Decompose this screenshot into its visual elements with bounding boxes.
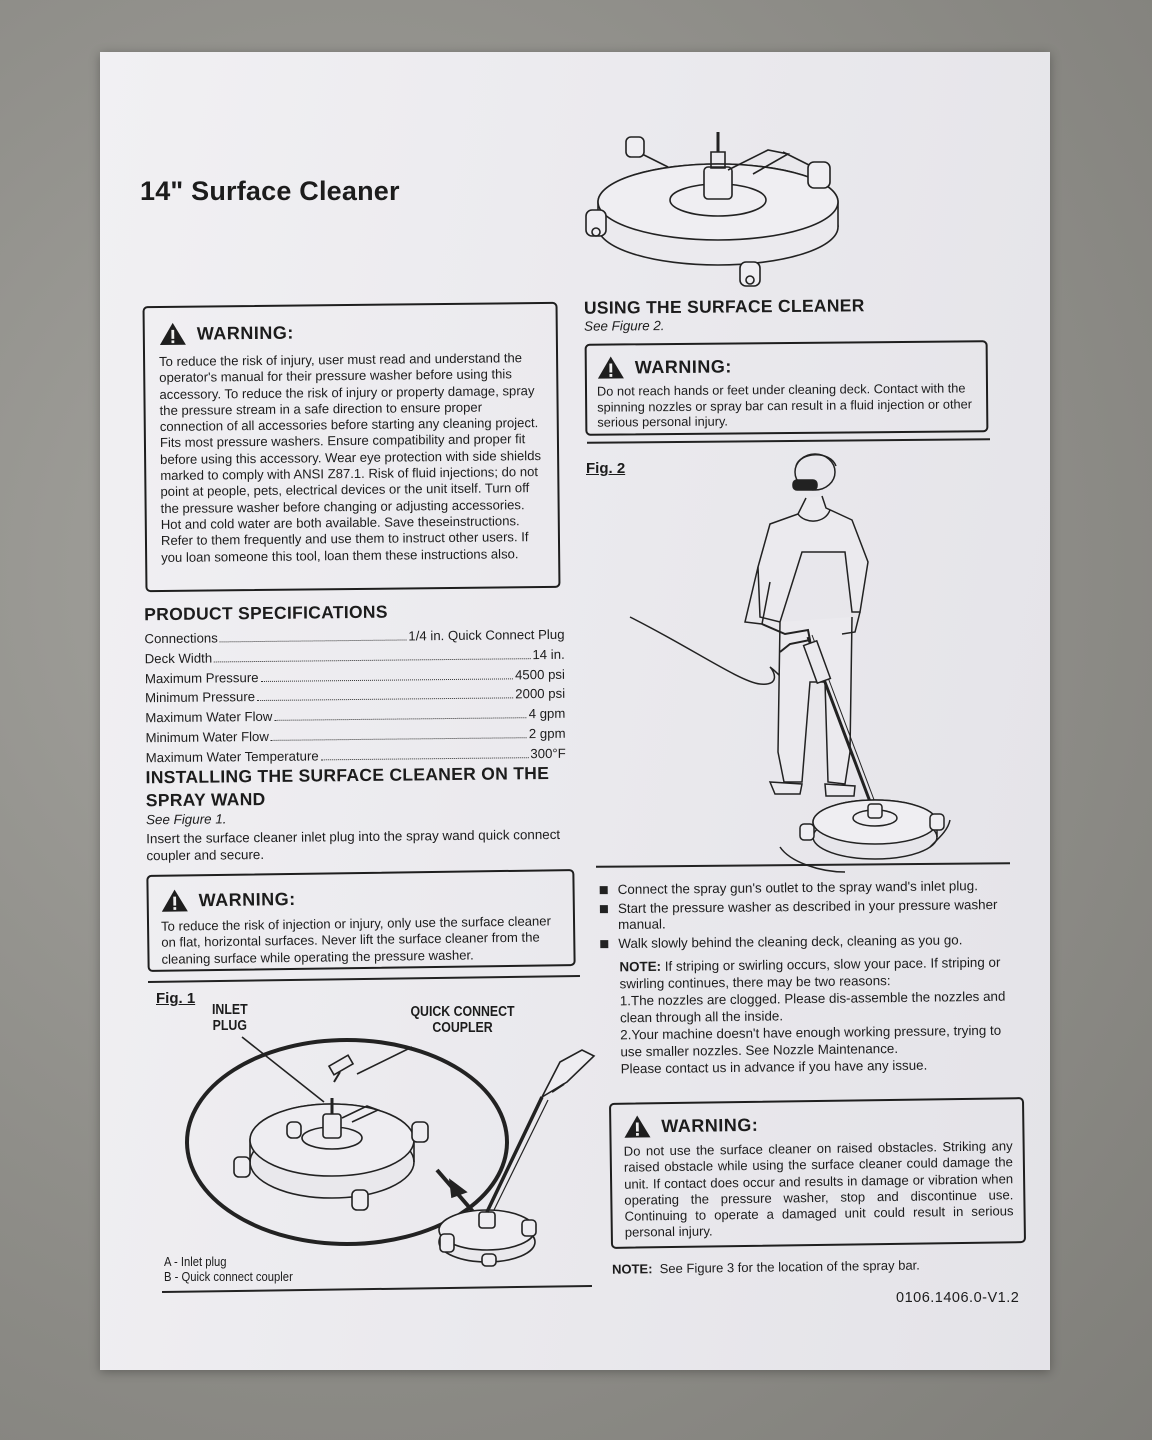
spec-label: Maximum Pressure <box>144 669 259 686</box>
document-code: 0106.1406.0-V1.2 <box>896 1290 1020 1306</box>
spec-value: 1/4 in. Quick Connect Plug <box>408 626 565 644</box>
usage-steps: Connect the spray gun's outlet to the sp… <box>598 878 1019 955</box>
spec-value: 2000 psi <box>515 686 566 702</box>
note-line: 2.Your machine doesn't have enough worki… <box>620 1022 1002 1060</box>
fig1-surface-cleaner-illustration <box>182 1022 612 1267</box>
spec-label: Minimum Water Flow <box>145 728 269 746</box>
divider <box>586 438 991 444</box>
warning-heading: WARNING: <box>159 318 542 346</box>
warning-heading: WARNING: <box>161 883 561 913</box>
warning-triangle-icon <box>161 889 188 912</box>
spec-value: 14 in. <box>532 646 565 662</box>
note-striping: NOTE: If striping or swirling occurs, sl… <box>619 954 1010 1078</box>
spec-label: Connections <box>144 630 218 647</box>
warning-label: WARNING: <box>196 322 294 344</box>
warning-label: WARNING: <box>661 1114 759 1136</box>
warning-heading: WARNING: <box>623 1109 1012 1138</box>
spec-label: Maximum Water Flow <box>145 709 273 726</box>
fig1-legend: A - Inlet plug B - Quick connect coupler <box>164 1255 293 1285</box>
installing-heading: INSTALLING THE SURFACE CLEANER ON THE SP… <box>145 763 550 811</box>
warning-text: Do not use the surface cleaner on raised… <box>623 1138 1014 1241</box>
spec-value: 2 gpm <box>528 725 566 742</box>
specs-list: Connections 1/4 in. Quick Connect Plug De… <box>144 627 565 770</box>
spec-value: 4 gpm <box>528 705 566 722</box>
warning-text: Do not reach hands or feet under cleanin… <box>596 380 973 430</box>
divider <box>148 974 580 984</box>
divider <box>162 1284 592 1294</box>
specs-heading: PRODUCT SPECIFICATIONS <box>144 601 388 625</box>
warning-box-obstacles: WARNING: Do not use the surface cleaner … <box>609 1097 1026 1249</box>
instruction-sheet: 14" Surface Cleaner WARNING: To re <box>100 52 1050 1370</box>
step-item: Walk slowly behind the cleaning deck, cl… <box>598 932 1018 952</box>
fig2-person-using-surface-cleaner-illustration <box>630 452 950 842</box>
fig1-label: Fig. 1 <box>156 990 196 1007</box>
callout-inlet-plug: INLET PLUG <box>211 1002 248 1034</box>
spec-label: Maximum Water Temperature <box>145 748 319 765</box>
product-specifications: PRODUCT SPECIFICATIONS Connections 1/4 in… <box>144 600 566 770</box>
note-line: 1.The nozzles are clogged. Please dis-as… <box>619 988 1006 1026</box>
using-see-figure: See Figure 2. <box>584 318 665 334</box>
warning-box-general: WARNING: To reduce the risk of injury, u… <box>142 301 561 593</box>
spec-label: Minimum Pressure <box>145 689 256 706</box>
spec-value: 300°F <box>530 745 566 761</box>
callout-quick-connect-coupler: QUICK CONNECT COUPLER <box>410 1004 515 1036</box>
warning-box-surfaces: WARNING: To reduce the risk of injection… <box>146 869 576 972</box>
page-title: 14" Surface Cleaner <box>140 176 400 206</box>
warning-text: To reduce the risk of injury, user must … <box>159 350 542 565</box>
step-item: Connect the spray gun's outlet to the sp… <box>598 878 1018 898</box>
using-section: USING THE SURFACE CLEANER See Figure 2. <box>584 294 984 333</box>
legend-b: B - Quick connect coupler <box>164 1270 293 1284</box>
warning-triangle-icon <box>624 1115 651 1138</box>
note-label: NOTE: <box>619 958 662 975</box>
warning-text: To reduce the risk of injection or injur… <box>160 913 551 967</box>
warning-label: WARNING: <box>198 888 296 910</box>
warning-box-hands-feet: WARNING: Do not reach hands or feet unde… <box>584 340 989 436</box>
warning-label: WARNING: <box>634 355 732 377</box>
note-line: If striping or swirling occurs, slow you… <box>619 954 1001 992</box>
warning-heading: WARNING: <box>597 352 976 379</box>
spec-value: 4500 psi <box>514 666 565 682</box>
note-text: See Figure 3 for the location of the spr… <box>659 1257 920 1277</box>
installing-see-figure: See Figure 1. <box>145 811 227 828</box>
legend-a: A - Inlet plug <box>164 1255 227 1269</box>
installing-body: Insert the surface cleaner inlet plug in… <box>146 826 561 863</box>
note-label: NOTE: <box>611 1261 653 1277</box>
surface-cleaner-illustration-top <box>578 112 863 287</box>
warning-triangle-icon <box>597 356 624 379</box>
note-spray-bar: NOTE: See Figure 3 for the location of t… <box>612 1255 1012 1278</box>
warning-triangle-icon <box>159 322 186 346</box>
note-line: Please contact us in advance if you have… <box>620 1057 928 1077</box>
step-item: Start the pressure washer as described i… <box>598 897 1018 933</box>
fig2-label: Fig. 2 <box>586 460 626 477</box>
divider <box>595 862 1011 868</box>
spec-label: Deck Width <box>144 650 213 666</box>
installing-section: INSTALLING THE SURFACE CLEANER ON THE SP… <box>145 762 576 864</box>
